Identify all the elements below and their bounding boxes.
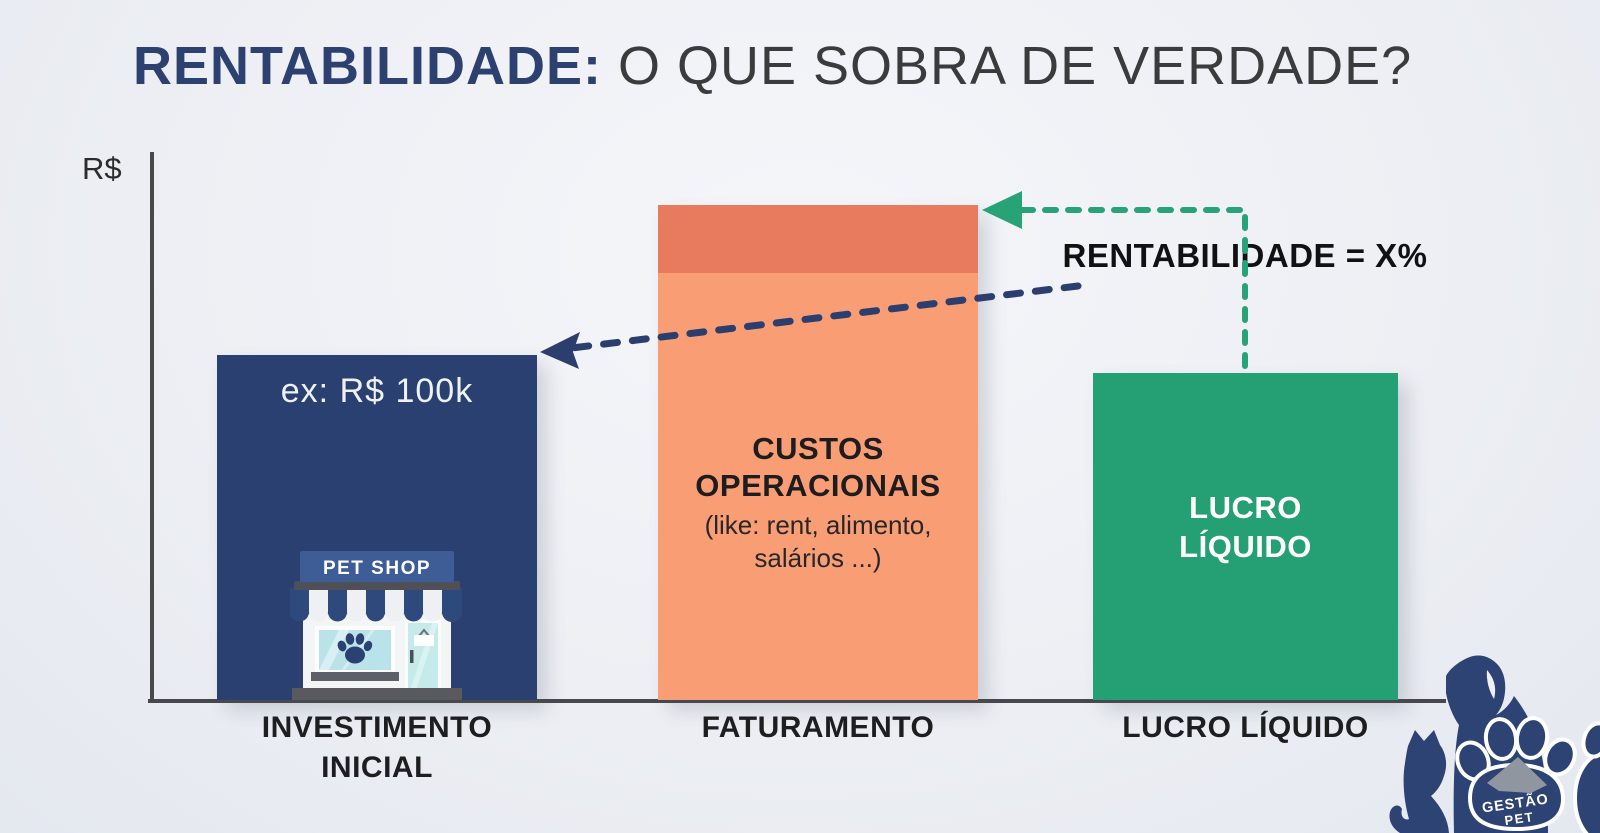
custos-sub-line2: salários ...) xyxy=(754,542,882,573)
logo-text-line2: PET xyxy=(1504,809,1536,828)
gestao-pet-logo: GESTÃO PET xyxy=(1389,655,1600,833)
lucro-liquido-inner-text: LUCRO LÍQUIDO xyxy=(1093,489,1398,567)
bar-lucro-liquido: LUCRO LÍQUIDO xyxy=(1093,373,1398,700)
custos-title-line2: OPERACIONAIS xyxy=(695,467,941,503)
rentabilidade-annotation: RENTABILIDADE = X% xyxy=(1062,237,1428,274)
title-highlight: RENTABILIDADE: xyxy=(133,36,602,96)
cat-silhouette-icon xyxy=(1389,730,1449,833)
paw-mountain-shape xyxy=(1487,757,1547,793)
faturamento-top-segment xyxy=(658,205,978,273)
lucro-inner-line1: LUCRO xyxy=(1189,490,1302,525)
navy-arrowhead-icon xyxy=(540,332,580,369)
category-label-faturamento: FATURAMENTO xyxy=(701,711,935,744)
category-label-lucro: LUCRO LÍQUIDO xyxy=(1122,711,1369,744)
custos-operacionais-text: CUSTOS OPERACIONAIS (like: rent, aliment… xyxy=(658,431,978,574)
lucro-inner-line2: LÍQUIDO xyxy=(1179,528,1312,564)
bar-investimento-inicial: ex: R$ 100k xyxy=(217,355,537,700)
x-axis-line xyxy=(148,699,1446,703)
bar-faturamento: CUSTOS OPERACIONAIS (like: rent, aliment… xyxy=(658,205,978,700)
pet-shop-sign-text: PET SHOP xyxy=(323,558,431,579)
custos-title-line1: CUSTOS xyxy=(752,431,884,466)
investimento-label-line1: INVESTIMENTO xyxy=(261,711,493,744)
y-axis-line xyxy=(150,152,154,703)
category-label-investimento: INVESTIMENTO INICIAL xyxy=(217,708,537,787)
custos-sub-line1: (like: rent, alimento, xyxy=(704,510,932,541)
investimento-value-label: ex: R$ 100k xyxy=(280,372,474,410)
dog-ear-highlight xyxy=(1486,670,1496,699)
page-title: RENTABILIDADE:O QUE SOBRA DE VERDADE? xyxy=(133,38,1412,95)
paw-badge-icon: GESTÃO PET xyxy=(1455,716,1577,832)
y-axis-label: R$ xyxy=(82,151,122,186)
title-rest: O QUE SOBRA DE VERDADE? xyxy=(617,36,1413,96)
investimento-label-line2: INICIAL xyxy=(321,750,433,784)
pet-shop-storefront-icon: PET SHOP xyxy=(290,551,462,700)
green-dashed-arrow-line xyxy=(1019,207,1248,369)
green-arrowhead-icon xyxy=(982,191,1022,229)
